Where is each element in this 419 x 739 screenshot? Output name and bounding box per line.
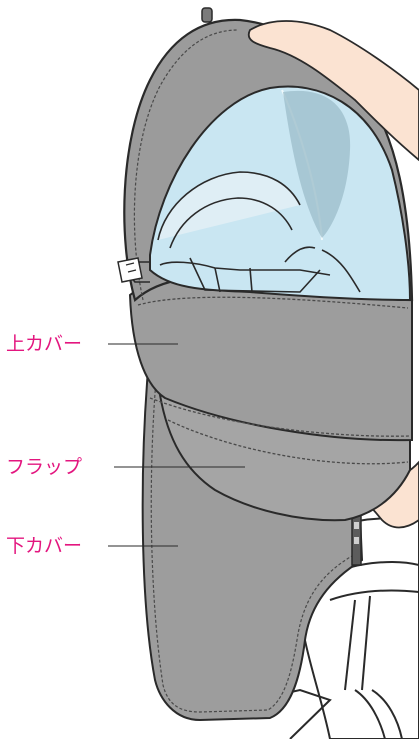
top-strap: [202, 8, 212, 22]
label-flap: フラップ: [6, 458, 82, 477]
side-buckle: [118, 258, 142, 282]
zipper-strap: [352, 515, 361, 565]
label-upper-cover: 上カバー: [6, 335, 82, 354]
label-lower-cover: 下カバー: [6, 537, 82, 556]
